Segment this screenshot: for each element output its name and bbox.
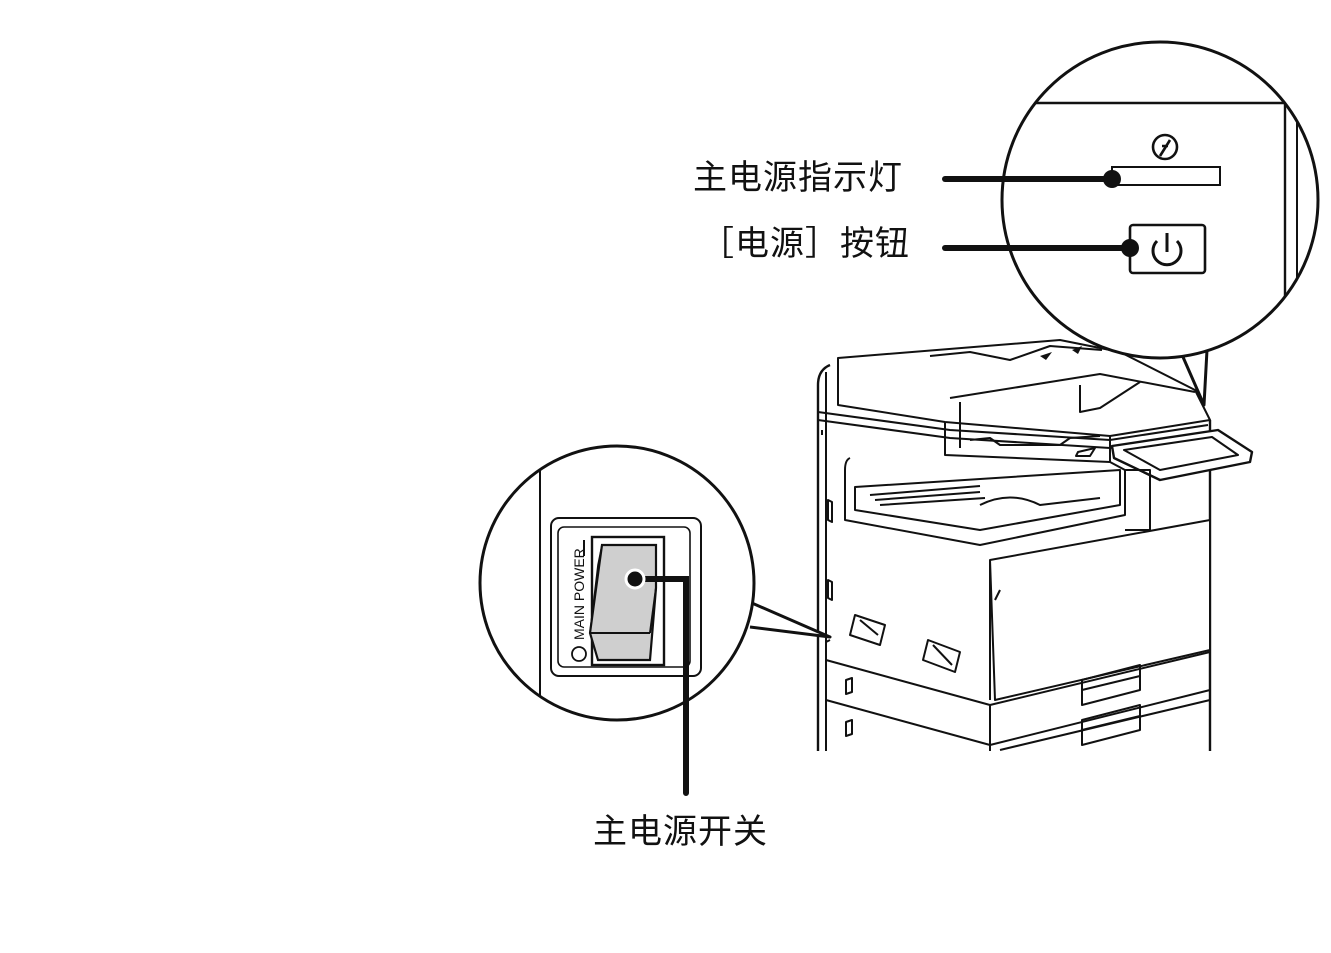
main-power-panel-text: MAIN POWER: [571, 548, 587, 640]
leader-dots: [624, 170, 1139, 590]
switch-leader-line: [632, 576, 689, 796]
main-switch-magnifier: MAIN POWER: [478, 444, 832, 722]
main-power-rocker: [588, 543, 658, 662]
power-icon: [1151, 233, 1183, 267]
main-power-indicator-label: 主电源指示灯: [693, 158, 903, 198]
off-marker: [571, 646, 587, 662]
leader-lines: [632, 176, 1133, 796]
power-button-label: ［电源］按钮: [700, 224, 910, 264]
printer-illustration: [816, 339, 1254, 751]
power-panel-magnifier: [1000, 40, 1320, 407]
main-power-switch-label: 主电源开关: [593, 812, 768, 852]
power-button-illustration: [1128, 223, 1207, 275]
main-power-indicator-icon: [1151, 133, 1179, 161]
